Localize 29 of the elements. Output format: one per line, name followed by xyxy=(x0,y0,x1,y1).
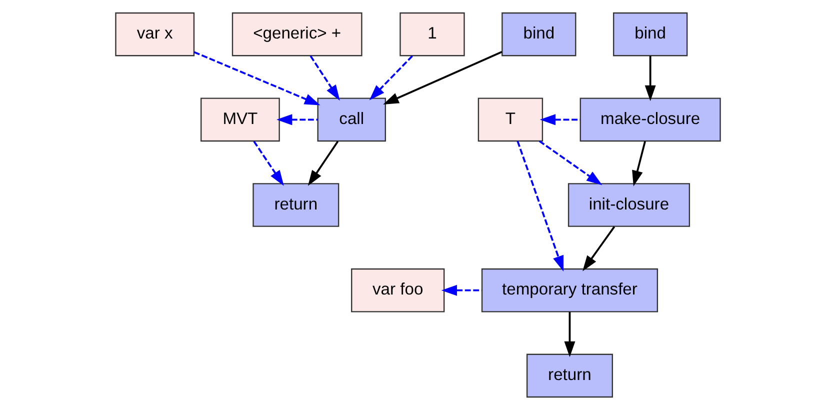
arrow xyxy=(516,140,563,272)
arrow xyxy=(309,55,340,101)
arrow xyxy=(440,284,482,296)
node-box: call xyxy=(316,98,386,142)
node-box: temporary transfer xyxy=(480,268,658,312)
node-box: return xyxy=(252,183,339,227)
node-box: init-closure xyxy=(567,183,690,227)
node-box: bind xyxy=(612,12,688,56)
node-box: 1 xyxy=(399,12,464,56)
arrow xyxy=(539,114,580,126)
arrow xyxy=(368,55,412,100)
arrow xyxy=(644,56,656,102)
arrow xyxy=(382,51,502,105)
node-box: make-closure xyxy=(579,98,720,142)
node-box: T xyxy=(477,98,543,142)
arrow xyxy=(252,140,284,186)
arrow xyxy=(538,140,602,186)
arrow xyxy=(632,141,646,186)
arrow xyxy=(564,312,575,358)
node-box: MVT xyxy=(200,98,280,142)
node-box: bind xyxy=(501,12,576,56)
node-box: return xyxy=(526,354,612,398)
arrow xyxy=(582,226,615,272)
arrow xyxy=(193,51,320,106)
node-box: var foo xyxy=(350,268,444,312)
node-box: var x xyxy=(114,12,194,56)
arrow xyxy=(276,114,318,126)
arrow xyxy=(307,140,338,186)
node-box: <generic> + xyxy=(231,12,362,56)
